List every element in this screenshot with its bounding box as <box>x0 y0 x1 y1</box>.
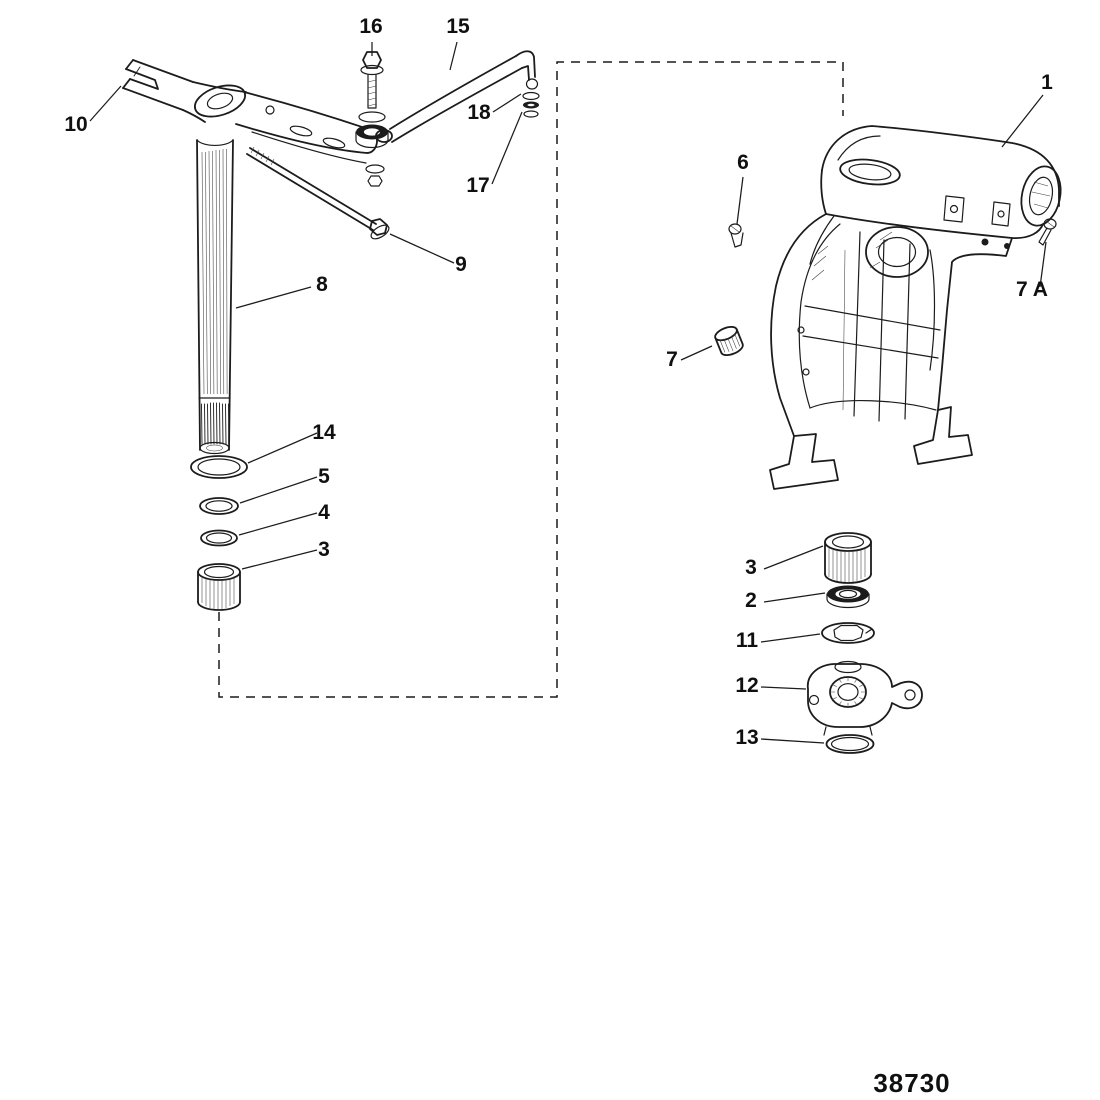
callout-2: 2 <box>745 589 757 612</box>
callout-15: 15 <box>446 15 470 38</box>
callout-10: 10 <box>64 113 87 136</box>
callout-6: 6 <box>737 151 749 174</box>
callout-16: 16 <box>359 15 382 38</box>
steering-clamp-12 <box>806 660 923 736</box>
steering-arm <box>122 59 378 164</box>
leader-lines <box>89 41 1047 744</box>
drawing-number: 38730 <box>873 1068 950 1098</box>
callout-8: 8 <box>316 273 328 296</box>
assembly-reference-dashed-outline <box>218 61 844 698</box>
ring-14 <box>190 455 248 479</box>
callout-9: 9 <box>455 253 467 276</box>
washer-11 <box>821 622 875 644</box>
callout-7a: 7 A <box>1016 278 1048 301</box>
swivel-bracket <box>769 125 1062 490</box>
callout-3-right: 3 <box>745 556 757 579</box>
pivot-bolt <box>355 51 389 187</box>
swivel-shaft <box>196 139 234 455</box>
callout-5: 5 <box>318 465 330 488</box>
ring-4 <box>200 529 238 547</box>
callout-labels: 10 16 15 18 17 9 8 14 5 4 3 1 6 7 7 A 3 … <box>64 15 1053 749</box>
pivot-rod <box>246 146 390 240</box>
callout-18: 18 <box>467 101 491 124</box>
callout-4: 4 <box>318 501 330 524</box>
callout-13: 13 <box>735 726 758 749</box>
bushing-3-left <box>197 563 241 611</box>
link-washer-stack <box>522 91 540 118</box>
steering-arm-fork-end <box>122 59 194 111</box>
screw-7a <box>1038 218 1057 246</box>
callout-14: 14 <box>312 421 336 444</box>
screw-6 <box>728 223 744 248</box>
shaft-splines <box>201 402 230 445</box>
bushing-3-right <box>824 532 872 584</box>
ring-13 <box>825 734 875 754</box>
callout-11: 11 <box>736 629 759 652</box>
callout-7: 7 <box>666 348 678 371</box>
callout-3-left: 3 <box>318 538 330 561</box>
callout-12: 12 <box>735 674 758 697</box>
bushing-7 <box>714 326 744 356</box>
link-rod <box>375 50 539 143</box>
ring-5 <box>199 497 239 515</box>
callout-17: 17 <box>466 174 489 197</box>
callout-1: 1 <box>1041 71 1053 94</box>
seal-2 <box>826 585 870 609</box>
